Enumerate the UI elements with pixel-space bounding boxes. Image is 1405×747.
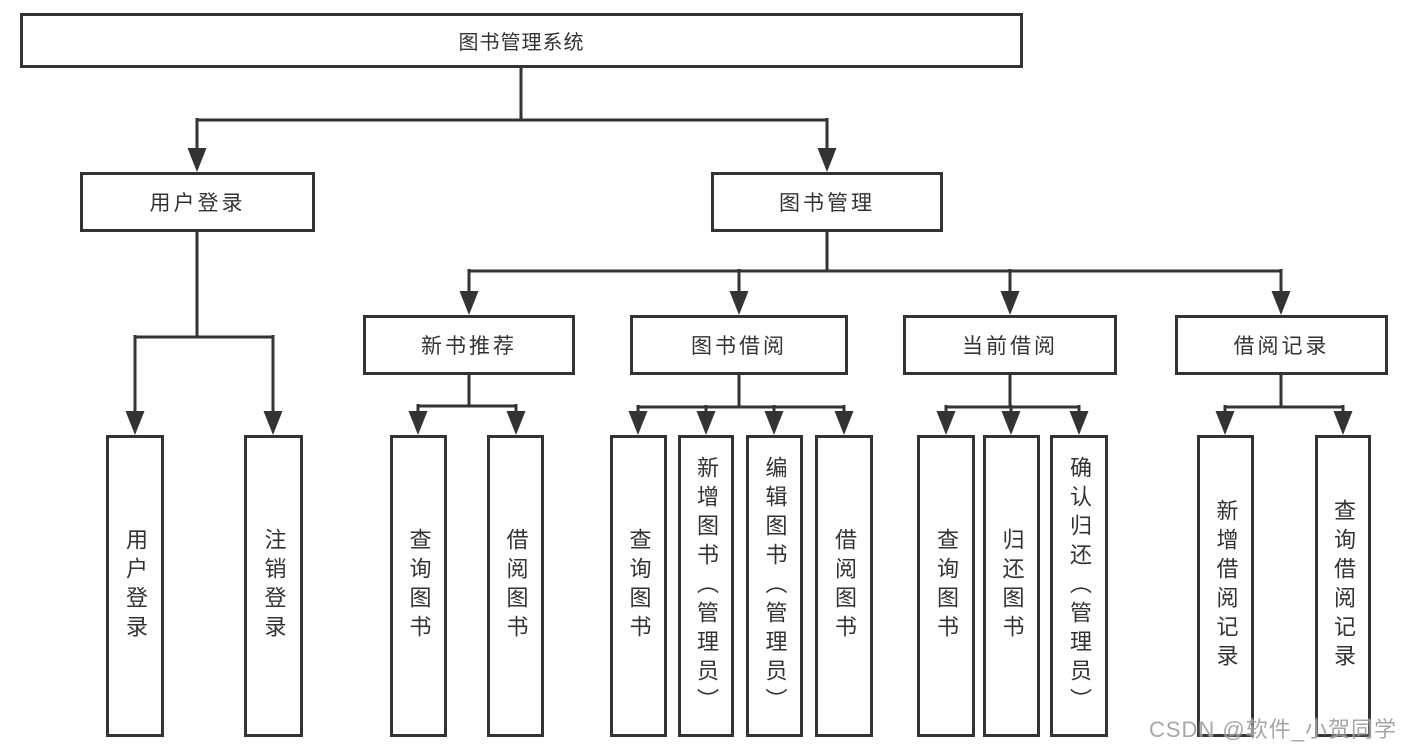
leaf-add-borrow-record: 新增借阅记录 <box>1197 435 1254 737</box>
leaf-edit-books-admin-label: 编辑图书（管理员） <box>762 455 788 717</box>
node-book-borrow-label: 图书借阅 <box>691 335 787 358</box>
csdn-watermark: CSDN @软件_小贺同学 <box>1148 717 1397 742</box>
connector-current-borrow <box>936 375 1089 435</box>
leaf-borrow-query-books-label: 查询图书 <box>626 528 652 644</box>
leaf-recommend-borrow-books-label: 借阅图书 <box>503 528 529 644</box>
connector-user-login-branch <box>125 232 283 435</box>
leaf-borrow-query-books: 查询图书 <box>610 435 667 737</box>
leaf-add-borrow-record-label: 新增借阅记录 <box>1213 499 1239 673</box>
node-new-book-recommend: 新书推荐 <box>363 315 575 375</box>
leaf-return-books-label: 归还图书 <box>999 528 1025 644</box>
leaf-recommend-borrow-books: 借阅图书 <box>487 435 544 737</box>
leaf-recommend-query-books-label: 查询图书 <box>406 528 432 644</box>
node-root-system: 图书管理系统 <box>20 13 1023 68</box>
connector-root-to-level2 <box>187 68 837 172</box>
node-user-login-branch: 用户登录 <box>80 172 315 232</box>
node-borrow-records-label: 借阅记录 <box>1233 335 1330 358</box>
node-book-management-label: 图书管理 <box>779 192 875 215</box>
leaf-query-borrow-record-label: 查询借阅记录 <box>1331 499 1356 673</box>
leaf-user-login: 用户登录 <box>106 435 164 737</box>
leaf-confirm-return-admin-label: 确认归还（管理员） <box>1067 455 1092 717</box>
node-book-borrow: 图书借阅 <box>630 315 848 375</box>
leaf-current-query-books: 查询图书 <box>917 435 975 737</box>
node-current-borrow-label: 当前借阅 <box>962 335 1058 358</box>
leaf-borrow-books: 借阅图书 <box>815 435 873 737</box>
leaf-logout: 注销登录 <box>244 435 303 737</box>
leaf-recommend-query-books: 查询图书 <box>390 435 447 737</box>
leaf-add-books-admin-label: 新增图书（管理员） <box>694 455 719 717</box>
leaf-user-login-label: 用户登录 <box>123 528 148 644</box>
node-book-management: 图书管理 <box>711 172 943 232</box>
connector-book-borrow <box>628 375 854 435</box>
connector-new-book-recommend <box>408 375 526 435</box>
leaf-borrow-books-label: 借阅图书 <box>832 528 857 644</box>
connector-borrow-records <box>1215 375 1353 435</box>
leaf-logout-label: 注销登录 <box>261 528 287 644</box>
connector-book-management-to-level3 <box>459 232 1291 315</box>
node-current-borrow: 当前借阅 <box>903 315 1117 375</box>
leaf-current-query-books-label: 查询图书 <box>934 528 959 644</box>
leaf-add-books-admin: 新增图书（管理员） <box>678 435 734 737</box>
leaf-query-borrow-record: 查询借阅记录 <box>1315 435 1371 737</box>
leaf-confirm-return-admin: 确认归还（管理员） <box>1050 435 1108 737</box>
node-root-label: 图书管理系统 <box>458 32 585 54</box>
node-new-book-recommend-label: 新书推荐 <box>421 335 517 358</box>
node-borrow-records: 借阅记录 <box>1175 315 1388 375</box>
leaf-edit-books-admin: 编辑图书（管理员） <box>746 435 803 737</box>
node-user-login-branch-label: 用户登录 <box>149 192 246 215</box>
leaf-return-books: 归还图书 <box>983 435 1040 737</box>
